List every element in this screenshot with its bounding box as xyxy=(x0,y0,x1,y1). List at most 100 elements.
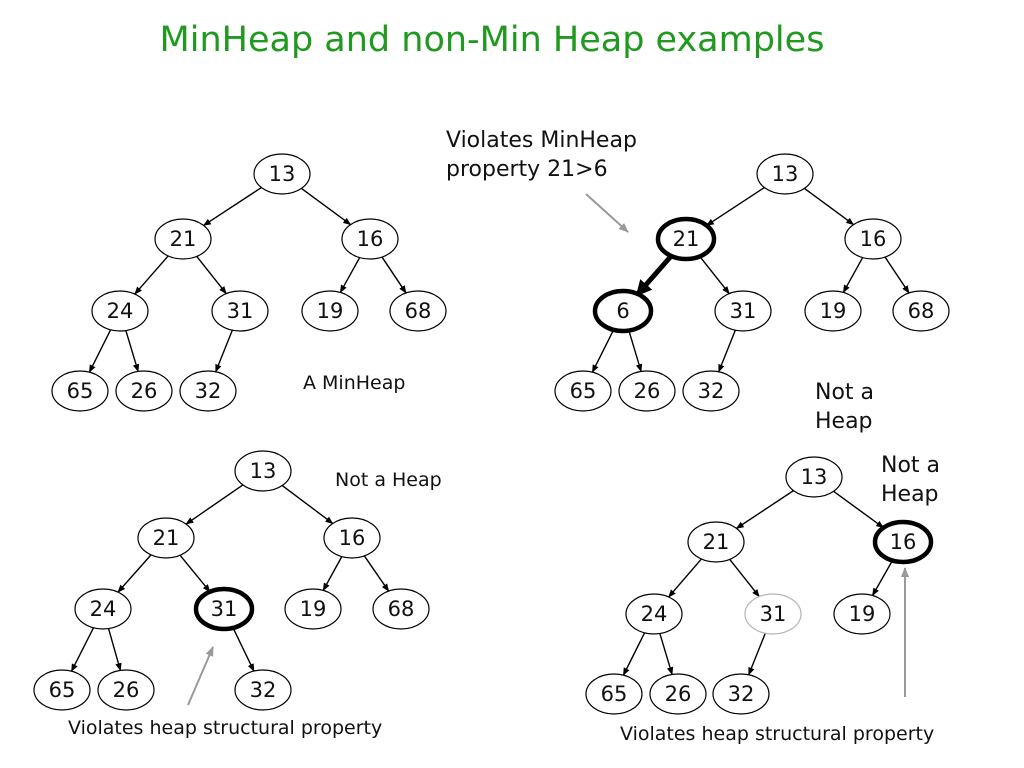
tree-minheap-edge-a3-a8 xyxy=(125,330,140,373)
caption-violates-structural-1: Violates heap structural property xyxy=(68,717,383,739)
tree-order-violation-edge-b0-b1 xyxy=(705,186,765,227)
tree-structure-violation-1-node-label: 19 xyxy=(300,597,327,621)
tree-structure-violation-1-node-shape xyxy=(372,588,430,630)
tree-structure-violation-2-node-label: 65 xyxy=(601,682,628,706)
caption-not-a-heap-1-line2: Heap xyxy=(815,408,873,434)
tree-structure-violation-1-node-24: 24 xyxy=(74,588,132,630)
tree-order-violation-node-13: 13 xyxy=(756,153,814,195)
tree-structure-violation-2-node-19: 19 xyxy=(833,593,891,635)
tree-minheap-node-16: 16 xyxy=(341,218,399,260)
tree-structure-violation-1-node-label: 26 xyxy=(113,678,140,702)
tree-minheap-node-label: 21 xyxy=(170,227,197,251)
tree-order-violation-edge-b2-b5 xyxy=(842,257,864,294)
tree-structure-violation-2-node-label: 16 xyxy=(890,530,917,554)
caption-violates-minheap: Violates MinHeap property 21>6 xyxy=(446,127,637,184)
tree-order-violation-node-19: 19 xyxy=(804,290,862,332)
tree-minheap-node-shape xyxy=(115,370,173,412)
tree-structure-violation-1-edge-c1-c3 xyxy=(117,554,152,593)
tree-order-violation-node-label: 13 xyxy=(772,162,799,186)
tree-order-violation-node-shape xyxy=(655,216,717,262)
tree-structure-violation-1-node-shape xyxy=(97,669,155,711)
tree-order-violation-node-label: 21 xyxy=(673,227,700,251)
tree-minheap-node-label: 65 xyxy=(67,379,94,403)
tree-structure-violation-1-edge-c2-c5 xyxy=(322,556,343,592)
caption-violates-structural-2: Violates heap structural property xyxy=(620,723,935,745)
tree-structure-violation-2-node-32: 32 xyxy=(712,673,770,715)
tree-structure-violation-1-node-label: 16 xyxy=(339,526,366,550)
tree-structure-violation-1-edge-c0-c1 xyxy=(185,484,244,525)
tree-structure-violation-2-node-shape xyxy=(585,673,643,715)
tree-minheap-node-label: 19 xyxy=(317,299,344,323)
tree-structure-violation-1-node-65: 65 xyxy=(33,669,91,711)
tree-minheap-node-shape xyxy=(211,290,269,332)
tree-structure-violation-2-edge-d0-d1 xyxy=(735,490,794,529)
tree-order-violation-node-label: 31 xyxy=(730,299,757,323)
tree-structure-violation-1-node-label: 68 xyxy=(388,597,415,621)
tree-minheap-node-13: 13 xyxy=(253,153,311,195)
tree-minheap-node-shape xyxy=(154,218,212,260)
tree-structure-violation-1-edge-c1-c4 xyxy=(179,554,211,593)
tree-structure-violation-2-edge-d3-d8 xyxy=(659,633,674,676)
tree-minheap-edge-a0-a2 xyxy=(301,187,352,226)
tree-minheap-node-shape xyxy=(179,370,237,412)
tree-structure-violation-2-node-24: 24 xyxy=(625,593,683,635)
tree-minheap-node-26: 26 xyxy=(115,370,173,412)
tree-structure-violation-1-node-26: 26 xyxy=(97,669,155,711)
tree-structure-violation-2-node-21: 21 xyxy=(687,521,745,563)
caption-a-minheap: A MinHeap xyxy=(303,372,406,394)
tree-order-violation-edge-b3-b7 xyxy=(591,329,615,373)
tree-minheap-node-shape xyxy=(51,370,109,412)
tree-order-violation-node-label: 68 xyxy=(908,299,935,323)
tree-minheap-node-label: 24 xyxy=(107,299,134,323)
tree-order-violation-node-65: 65 xyxy=(554,370,612,412)
tree-structure-violation-2-node-label: 24 xyxy=(641,602,668,626)
caption-not-a-heap-1: Not a Heap xyxy=(815,379,874,436)
tree-minheap-node-label: 16 xyxy=(357,227,384,251)
tree-minheap-node-label: 68 xyxy=(405,299,432,323)
tree-order-violation-node-6: 6 xyxy=(592,288,654,334)
tree-minheap-node-label: 26 xyxy=(131,379,158,403)
tree-order-violation-node-68: 68 xyxy=(892,290,950,332)
caption-not-a-heap-3-line2: Heap xyxy=(881,481,939,507)
caption-violates-minheap-line2: property 21>6 xyxy=(446,156,608,182)
tree-structure-violation-1-node-label: 24 xyxy=(90,597,117,621)
tree-structure-violation-2-edge-d1-d3 xyxy=(668,558,702,598)
tree-structure-violation-2-node-label: 31 xyxy=(760,602,787,626)
tree-order-violation-node-32: 32 xyxy=(682,370,740,412)
tree-structure-violation-1-edge-c2-c6 xyxy=(363,555,390,592)
tree-structure-violation-1-node-shape xyxy=(234,669,292,711)
tree-structure-violation-1-node-shape xyxy=(33,669,91,711)
tree-minheap-edge-a4-a9 xyxy=(215,329,233,373)
tree-order-violation-node-shape xyxy=(682,370,740,412)
tree-structure-violation-1-node-shape xyxy=(284,588,342,630)
tree-structure-violation-2-node-31: 31 xyxy=(744,593,802,635)
tree-structure-violation-2-node-shape xyxy=(712,673,770,715)
tree-order-violation-edge-b2-b6 xyxy=(884,256,910,294)
tree-structure-violation-2-node-shape xyxy=(625,593,683,635)
tree-order-violation-edge-b0-b2 xyxy=(804,187,855,226)
tree-order-violation-edge-b1-b3 xyxy=(635,254,674,297)
tree-order-violation-node-label: 26 xyxy=(634,379,661,403)
tree-minheap-node-21: 21 xyxy=(154,218,212,260)
tree-order-violation-node-21: 21 xyxy=(655,216,717,262)
tree-order-violation-node-label: 19 xyxy=(820,299,847,323)
tree-structure-violation-2-edge-d2-d5 xyxy=(871,560,894,597)
tree-structure-violation-2-node-shape xyxy=(649,673,707,715)
tree-order-violation-node-shape xyxy=(554,370,612,412)
tree-structure-violation-1-node-label: 13 xyxy=(250,459,277,483)
tree-structure-violation-1-node-16: 16 xyxy=(323,517,381,559)
tree-structure-violation-1-edge-c3-c7 xyxy=(70,627,95,672)
caption-not-a-heap-2: Not a Heap xyxy=(335,469,442,491)
tree-order-violation-node-shape xyxy=(804,290,862,332)
tree-minheap-node-19: 19 xyxy=(301,290,359,332)
tree-minheap-edge-a2-a6 xyxy=(381,256,407,294)
tree-order-violation-node-31: 31 xyxy=(714,290,772,332)
tree-structure-violation-2-node-label: 19 xyxy=(849,602,876,626)
tree-minheap-node-shape xyxy=(389,290,447,332)
tree-order-violation-node-shape xyxy=(844,218,902,260)
tree-order-violation-node-label: 16 xyxy=(860,227,887,251)
tree-structure-violation-2-node-shape xyxy=(872,519,934,565)
tree-structure-violation-1-node-68: 68 xyxy=(372,588,430,630)
tree-structure-violation-2-node-shape xyxy=(785,456,843,498)
